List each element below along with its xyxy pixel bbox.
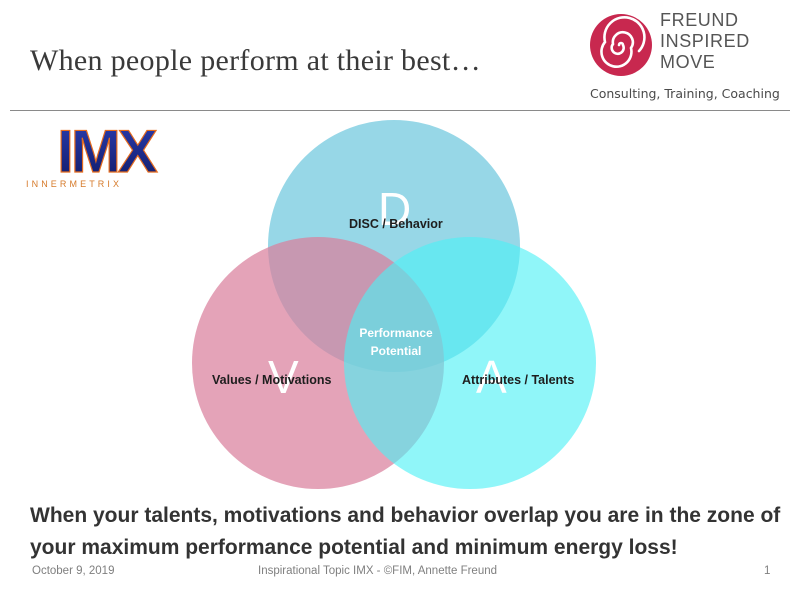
title-divider (10, 110, 790, 111)
venn-center-label: Performance Potential (336, 324, 456, 360)
imx-logo: IMX (57, 122, 162, 186)
brand-name-line: MOVE (660, 52, 716, 72)
imx-wordmark: INNERMETRIX (26, 179, 123, 189)
slide-title: When people perform at their best… (30, 44, 481, 77)
venn-label-attributes: Attributes / Talents (462, 373, 575, 387)
venn-center-label-line: Performance (359, 326, 433, 340)
brand-tagline: Consulting, Training, Coaching (590, 86, 780, 101)
venn-letter-d: D (378, 183, 412, 235)
venn-letter-v: V (268, 351, 299, 403)
venn-label-behavior: DISC / Behavior (349, 217, 443, 231)
footer-date: October 9, 2019 (32, 565, 115, 577)
imx-logo-mark: IMX (57, 122, 158, 185)
venn-label-values: Values / Motivations (212, 373, 332, 387)
footer-page-number: 1 (764, 565, 771, 577)
venn-center-label-line: Potential (370, 344, 422, 358)
brand-name-line: FREUND (660, 10, 739, 30)
brand-name: FREUND INSPIRED MOVE (660, 10, 795, 73)
footer-caption: Inspirational Topic IMX - ©FIM, Annette … (258, 565, 498, 577)
brand-name-line: INSPIRED (660, 31, 750, 51)
swirl-icon (590, 14, 652, 76)
venn-circle-attributes (344, 237, 596, 489)
summary-statement: When your talents, motivations and behav… (30, 504, 781, 559)
venn-letter-a: A (476, 351, 507, 403)
